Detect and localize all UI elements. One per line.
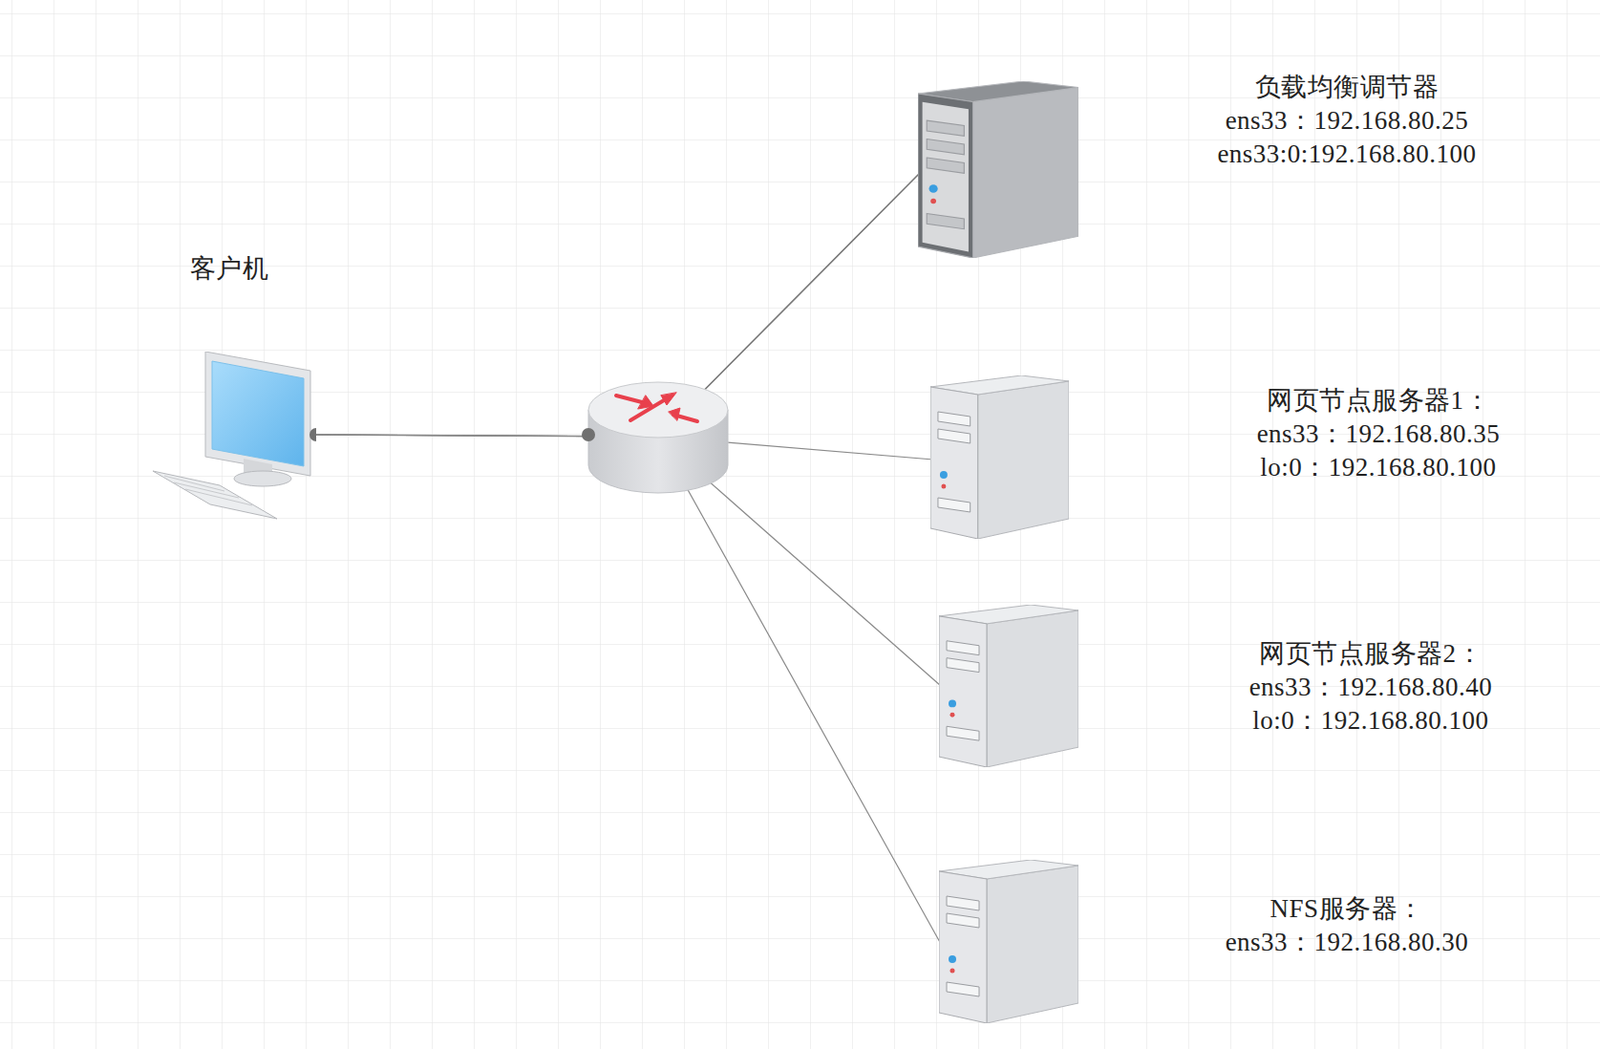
label-group: 网页节点服务器1：ens33：192.168.80.35lo:0：192.168… — [1257, 384, 1501, 485]
ip-address: ens33：192.168.80.40 — [1249, 670, 1494, 704]
ip-address: ens33：192.168.80.25 — [1225, 104, 1470, 138]
ip-address: lo:0：192.168.80.100 — [1252, 704, 1489, 738]
device-icon — [917, 81, 1079, 258]
label-group: NFS服务器：ens33：192.168.80.30 — [1225, 892, 1470, 960]
network-cable — [316, 170, 922, 437]
label-group: 客户机 — [190, 252, 270, 286]
device-name: 网页节点服务器1： — [1266, 384, 1491, 418]
ip-address: ens33：192.168.80.30 — [1225, 925, 1470, 960]
network-cable — [316, 434, 941, 944]
ip-address: lo:0：192.168.80.100 — [1259, 450, 1496, 485]
device-name: 客户机 — [190, 252, 270, 286]
device-icon — [938, 604, 1079, 768]
client-computer: 客户机 — [152, 252, 317, 521]
load-balancer-server: 负载均衡调节器ens33：192.168.80.25ens33:0:192.16… — [917, 70, 1477, 258]
device-name: NFS服务器： — [1269, 892, 1424, 926]
label-group: 负载均衡调节器ens33：192.168.80.25ens33:0:192.16… — [1216, 70, 1477, 171]
web-server: 网页节点服务器2：ens33：192.168.80.40lo:0：192.168… — [938, 604, 1494, 768]
device-icon — [152, 351, 317, 521]
device-icon — [930, 375, 1069, 539]
label-group: 网页节点服务器2：ens33：192.168.80.40lo:0：192.168… — [1249, 637, 1494, 738]
device-icon — [938, 859, 1079, 1024]
web-server: 网页节点服务器1：ens33：192.168.80.35lo:0：192.168… — [930, 375, 1501, 539]
device-name: 负载均衡调节器 — [1255, 70, 1440, 105]
device-name: 网页节点服务器2： — [1258, 637, 1483, 671]
ip-address: ens33:0:192.168.80.100 — [1216, 137, 1476, 171]
ip-address: ens33：192.168.80.35 — [1257, 417, 1501, 451]
nfs-server: NFS服务器：ens33：192.168.80.30 — [938, 859, 1470, 1024]
